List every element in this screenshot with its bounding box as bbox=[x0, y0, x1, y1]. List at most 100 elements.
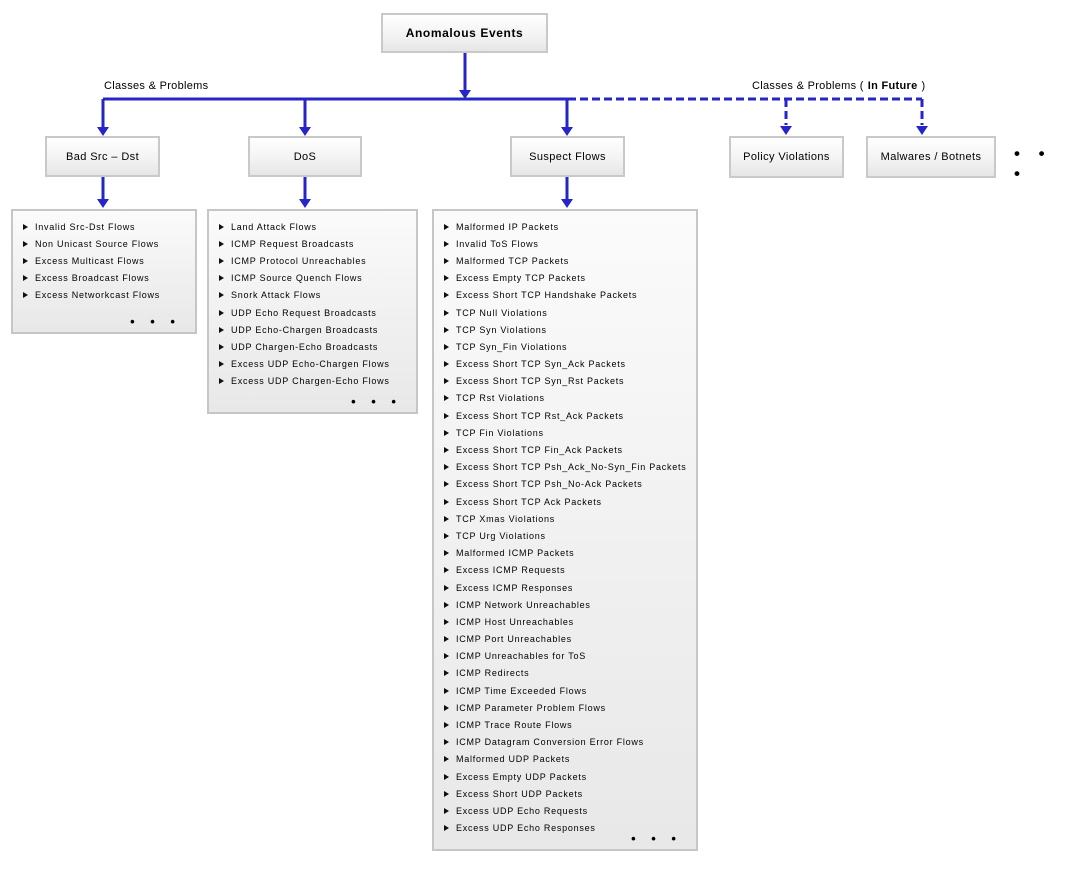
triangle-bullet-icon bbox=[23, 292, 28, 299]
class-node-malwares-botnets: Malwares / Botnets bbox=[866, 136, 996, 178]
list-item-label: Snork Attack Flows bbox=[231, 290, 322, 301]
drop-dos-arrowhead bbox=[299, 127, 311, 136]
list-item: Excess Short TCP Fin_Ack Packets bbox=[444, 441, 690, 458]
list-item-label: Malformed IP Packets bbox=[456, 221, 559, 232]
triangle-bullet-icon bbox=[444, 636, 449, 643]
list-item-label: Malformed UDP Packets bbox=[456, 754, 571, 765]
list-item-label: TCP Syn_Fin Violations bbox=[456, 341, 568, 352]
list-item: UDP Chargen-Echo Broadcasts bbox=[219, 338, 410, 355]
triangle-bullet-icon bbox=[444, 825, 449, 832]
triangle-bullet-icon bbox=[444, 739, 449, 746]
list-item-label: TCP Fin Violations bbox=[456, 427, 544, 438]
list-item-label: Excess UDP Echo Requests bbox=[456, 805, 588, 816]
list-item-label: ICMP Datagram Conversion Error Flows bbox=[456, 737, 644, 748]
drop-bad-src-arrowhead bbox=[97, 127, 109, 136]
list-item-label: ICMP Port Unreachables bbox=[456, 634, 572, 645]
list-item-label: Excess Short TCP Psh_No-Ack Packets bbox=[456, 479, 643, 490]
list-item: ICMP Source Quench Flows bbox=[219, 270, 410, 287]
list-item-label: ICMP Protocol Unreachables bbox=[231, 255, 367, 266]
triangle-bullet-icon bbox=[444, 653, 449, 660]
triangle-bullet-icon bbox=[444, 378, 449, 385]
triangle-bullet-icon bbox=[219, 223, 224, 230]
triangle-bullet-icon bbox=[444, 618, 449, 625]
branch-label-classes-problems-future: Classes & Problems (In Future) bbox=[752, 80, 926, 92]
triangle-bullet-icon bbox=[444, 361, 449, 368]
triangle-bullet-icon bbox=[444, 567, 449, 574]
list-item-label: Excess ICMP Responses bbox=[456, 582, 574, 593]
list-item-label: UDP Chargen-Echo Broadcasts bbox=[231, 341, 379, 352]
list-item-label: ICMP Trace Route Flows bbox=[456, 720, 573, 731]
list-item: Malformed IP Packets bbox=[444, 218, 690, 235]
triangle-bullet-icon bbox=[23, 240, 28, 247]
list-item: Excess Networkcast Flows bbox=[23, 287, 189, 304]
list-item-label: Excess ICMP Requests bbox=[456, 565, 566, 576]
list-item: ICMP Parameter Problem Flows bbox=[444, 699, 690, 716]
list-item: Excess UDP Echo Requests bbox=[444, 802, 690, 819]
list-item: ICMP Unreachables for ToS bbox=[444, 648, 690, 665]
triangle-bullet-icon bbox=[444, 773, 449, 780]
list-item-label: Excess Short TCP Fin_Ack Packets bbox=[456, 445, 623, 456]
list-item: ICMP Protocol Unreachables bbox=[219, 252, 410, 269]
triangle-bullet-icon bbox=[444, 395, 449, 402]
drop-policy-arrowhead bbox=[780, 126, 792, 135]
triangle-bullet-icon bbox=[23, 223, 28, 230]
list-item: ICMP Trace Route Flows bbox=[444, 716, 690, 733]
triangle-bullet-icon bbox=[219, 275, 224, 282]
triangle-bullet-icon bbox=[444, 722, 449, 729]
list-item: TCP Rst Violations bbox=[444, 390, 690, 407]
list-item-label: Land Attack Flows bbox=[231, 221, 317, 232]
list-item: Malformed TCP Packets bbox=[444, 252, 690, 269]
root-node-anomalous-events: Anomalous Events bbox=[381, 13, 548, 53]
branch-label-classes-problems: Classes & Problems bbox=[104, 80, 208, 92]
triangle-bullet-icon bbox=[219, 326, 224, 333]
list-item-label: Excess Short TCP Syn_Rst Packets bbox=[456, 376, 625, 387]
list-item-label: Malformed TCP Packets bbox=[456, 255, 569, 266]
list-item-label: ICMP Network Unreachables bbox=[456, 599, 591, 610]
triangle-bullet-icon bbox=[444, 292, 449, 299]
list-item: UDP Echo-Chargen Broadcasts bbox=[219, 321, 410, 338]
list-item: ICMP Network Unreachables bbox=[444, 596, 690, 613]
triangle-bullet-icon bbox=[444, 601, 449, 608]
list-item-label: ICMP Source Quench Flows bbox=[231, 273, 363, 284]
triangle-bullet-icon bbox=[23, 257, 28, 264]
list-item: Excess Short TCP Syn_Ack Packets bbox=[444, 356, 690, 373]
list-item: Excess Short TCP Ack Packets bbox=[444, 493, 690, 510]
list-item-label: Excess Networkcast Flows bbox=[35, 290, 161, 301]
list-item: Excess Empty TCP Packets bbox=[444, 270, 690, 287]
list-item-label: TCP Null Violations bbox=[456, 307, 548, 318]
list-item: Excess Short TCP Handshake Packets bbox=[444, 287, 690, 304]
list-item: TCP Urg Violations bbox=[444, 527, 690, 544]
list-item-label: Excess UDP Chargen-Echo Flows bbox=[231, 376, 390, 387]
triangle-bullet-icon bbox=[444, 687, 449, 694]
triangle-bullet-icon bbox=[219, 240, 224, 247]
list-item: Excess Short TCP Syn_Rst Packets bbox=[444, 373, 690, 390]
drop-suspect-arrowhead bbox=[561, 127, 573, 136]
list-item-label: Excess Empty TCP Packets bbox=[456, 273, 586, 284]
list-item: Excess UDP Echo-Chargen Flows bbox=[219, 356, 410, 373]
list-item: TCP Null Violations bbox=[444, 304, 690, 321]
list-item: TCP Xmas Violations bbox=[444, 510, 690, 527]
more-items-ellipsis: • • • bbox=[631, 831, 682, 846]
list-item: ICMP Port Unreachables bbox=[444, 631, 690, 648]
triangle-bullet-icon bbox=[444, 670, 449, 677]
triangle-bullet-icon bbox=[444, 807, 449, 814]
list-item: Excess Broadcast Flows bbox=[23, 270, 189, 287]
class-node-dos: DoS bbox=[248, 136, 362, 177]
branch-label-right-prefix: Classes & Problems ( bbox=[752, 80, 864, 92]
branch-label-left-text: Classes & Problems bbox=[104, 80, 209, 92]
list-item: Snork Attack Flows bbox=[219, 287, 410, 304]
triangle-bullet-icon bbox=[23, 275, 28, 282]
triangle-bullet-icon bbox=[219, 292, 224, 299]
triangle-bullet-icon bbox=[444, 447, 449, 454]
list-item-label: ICMP Request Broadcasts bbox=[231, 238, 355, 249]
more-classes-ellipsis: • • • bbox=[1014, 144, 1052, 183]
list-item-label: Excess UDP Echo-Chargen Flows bbox=[231, 359, 390, 370]
class-node-suspect-flows: Suspect Flows bbox=[510, 136, 625, 177]
triangle-bullet-icon bbox=[444, 412, 449, 419]
dos-list-arrowhead bbox=[299, 199, 311, 208]
